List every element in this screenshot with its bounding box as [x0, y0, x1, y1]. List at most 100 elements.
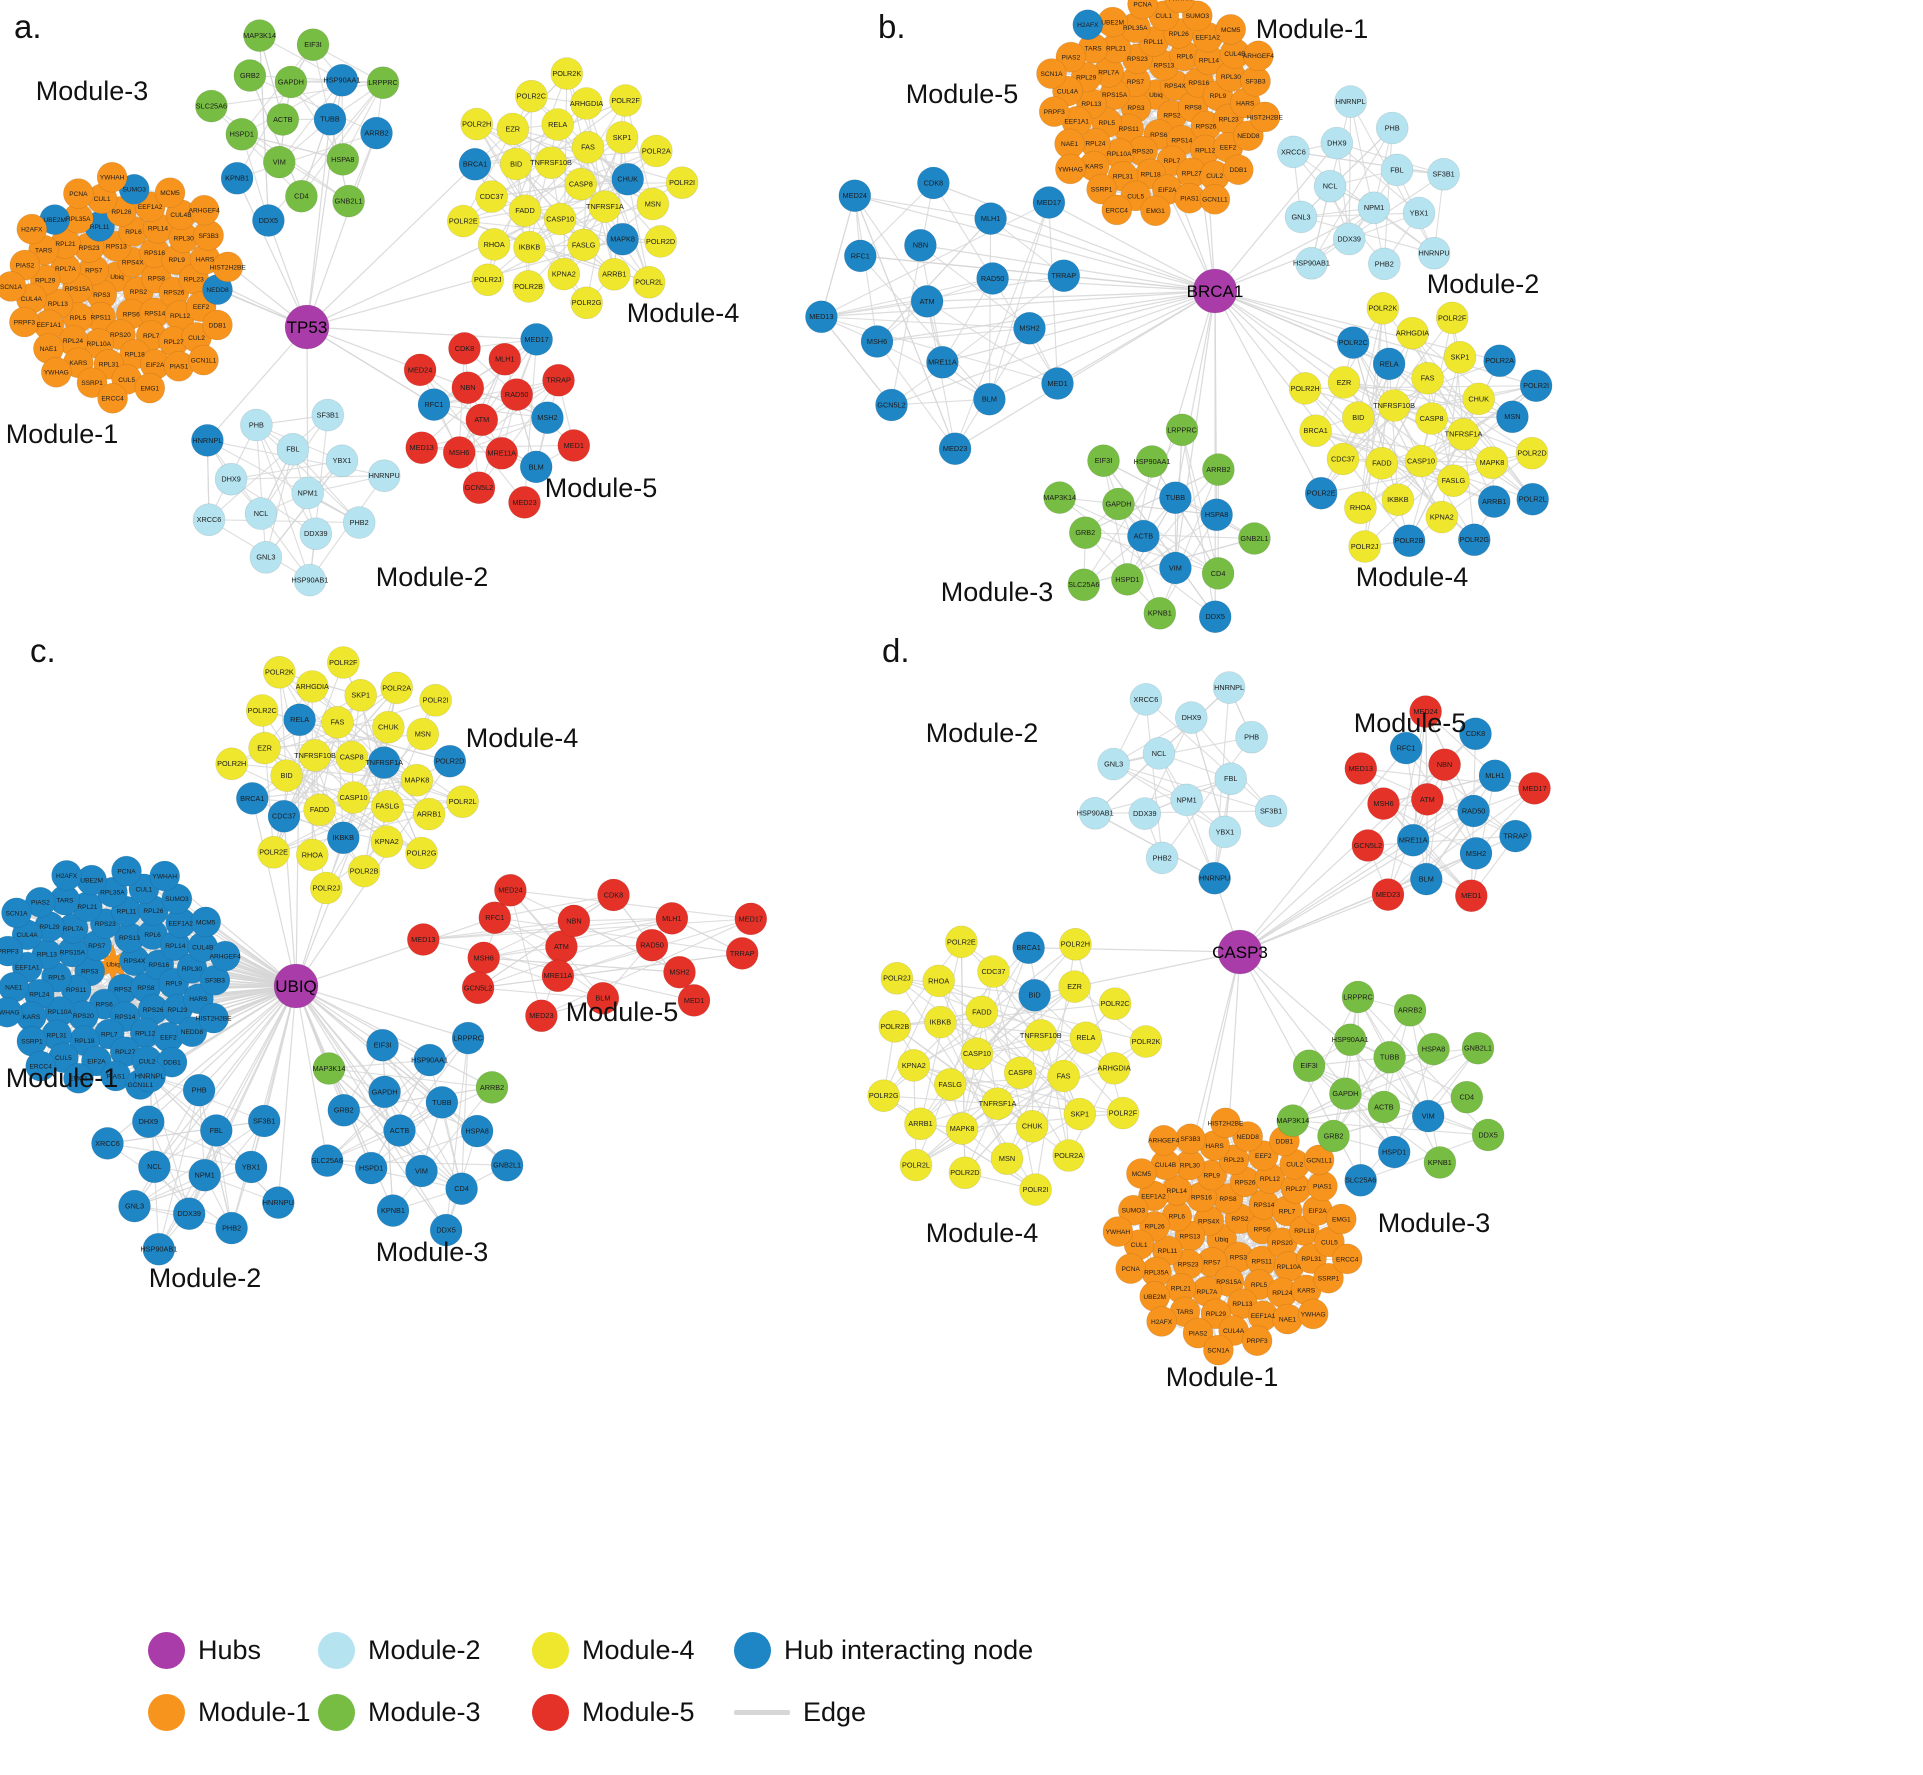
edge	[1126, 469, 1219, 580]
network-node	[1375, 111, 1409, 145]
hub-edge	[1214, 290, 1537, 387]
edge	[820, 195, 856, 317]
hub-edge	[942, 290, 1216, 363]
network-node	[417, 388, 451, 421]
network-node	[515, 79, 548, 113]
edge	[1427, 377, 1534, 500]
edge	[915, 1075, 1064, 1166]
network-node	[1410, 862, 1443, 896]
edge	[1190, 717, 1226, 833]
edge	[483, 957, 680, 973]
network-node	[342, 506, 376, 539]
edge	[1408, 357, 1461, 541]
module-label: Module-2	[1427, 269, 1540, 299]
edge	[1348, 101, 1352, 239]
network-node	[1313, 169, 1347, 203]
network-node	[635, 928, 669, 962]
module3-swatch-icon	[318, 1693, 355, 1731]
network-node	[973, 382, 1006, 416]
edge	[821, 316, 1030, 329]
network-node	[1351, 829, 1385, 862]
network-node	[460, 1114, 494, 1148]
network-node	[1372, 347, 1406, 381]
network-node	[1344, 752, 1378, 785]
network-node	[248, 731, 281, 765]
network-node	[1214, 762, 1247, 796]
network-node	[1249, 101, 1281, 133]
hub-edge	[236, 178, 308, 328]
network-node	[1365, 446, 1399, 480]
network-node	[142, 1232, 176, 1266]
edge	[478, 952, 743, 989]
edge	[854, 195, 956, 449]
network-node	[274, 65, 308, 99]
legend-label: Module-5	[582, 1696, 695, 1727]
hub-edge	[295, 917, 495, 987]
hub-label: CASP3	[1212, 943, 1268, 962]
network-node	[1223, 154, 1254, 185]
network-node	[276, 432, 310, 466]
network-node	[1019, 1173, 1052, 1206]
network-node	[234, 1150, 268, 1184]
network-node	[1417, 1032, 1450, 1066]
network-node	[51, 860, 82, 891]
edge	[249, 74, 384, 84]
network-node	[1459, 717, 1492, 751]
network-node	[1392, 524, 1426, 558]
network-node	[508, 486, 541, 519]
hub-edge	[854, 195, 1216, 292]
edge	[1085, 532, 1219, 574]
network-node	[557, 904, 591, 938]
edge	[1095, 778, 1231, 814]
network-node	[1102, 1216, 1134, 1247]
hub-edge	[251, 798, 297, 987]
network-node	[225, 118, 259, 151]
network-node	[1518, 772, 1551, 805]
edge	[1350, 101, 1385, 264]
hub-edge	[147, 985, 297, 1123]
network-node	[543, 202, 577, 236]
network-node	[609, 84, 642, 117]
network-node	[1143, 596, 1177, 630]
network-node	[9, 249, 41, 281]
node-layer	[0, 0, 1553, 1366]
hub-edge	[306, 119, 331, 328]
network-node	[1357, 191, 1391, 225]
hub-edge	[306, 163, 476, 328]
network-node	[632, 265, 666, 299]
edge	[494, 917, 604, 999]
network-node	[220, 162, 254, 195]
network-node	[1333, 1023, 1367, 1057]
network-node	[843, 239, 877, 273]
network-node	[878, 1010, 912, 1043]
network-node	[948, 1156, 982, 1190]
network-node	[202, 309, 233, 341]
network-node	[309, 871, 343, 905]
module-label: Module-4	[466, 723, 579, 753]
network-node	[63, 1063, 94, 1094]
hub-edge	[1239, 951, 1429, 1117]
network-node	[1411, 1099, 1445, 1133]
edge	[920, 244, 1030, 329]
network-node	[1499, 819, 1532, 853]
network-node	[734, 902, 768, 936]
edge	[1292, 1047, 1479, 1122]
network-node	[285, 179, 318, 213]
network-node	[1232, 1121, 1263, 1152]
network-node	[1129, 683, 1163, 716]
network-node	[132, 1105, 165, 1138]
network-node	[1326, 442, 1360, 476]
network-node	[1208, 815, 1242, 849]
network-node	[200, 1114, 233, 1147]
network-node	[367, 459, 401, 493]
edge	[483, 917, 673, 959]
network-node	[1396, 316, 1429, 350]
edge	[423, 917, 672, 941]
network-node	[413, 1043, 446, 1077]
network-node	[586, 981, 620, 1015]
network-node	[16, 213, 48, 245]
hub-edge	[295, 985, 430, 1061]
network-node	[1409, 695, 1442, 728]
hub-edge	[1029, 290, 1216, 329]
network-node	[477, 228, 511, 261]
